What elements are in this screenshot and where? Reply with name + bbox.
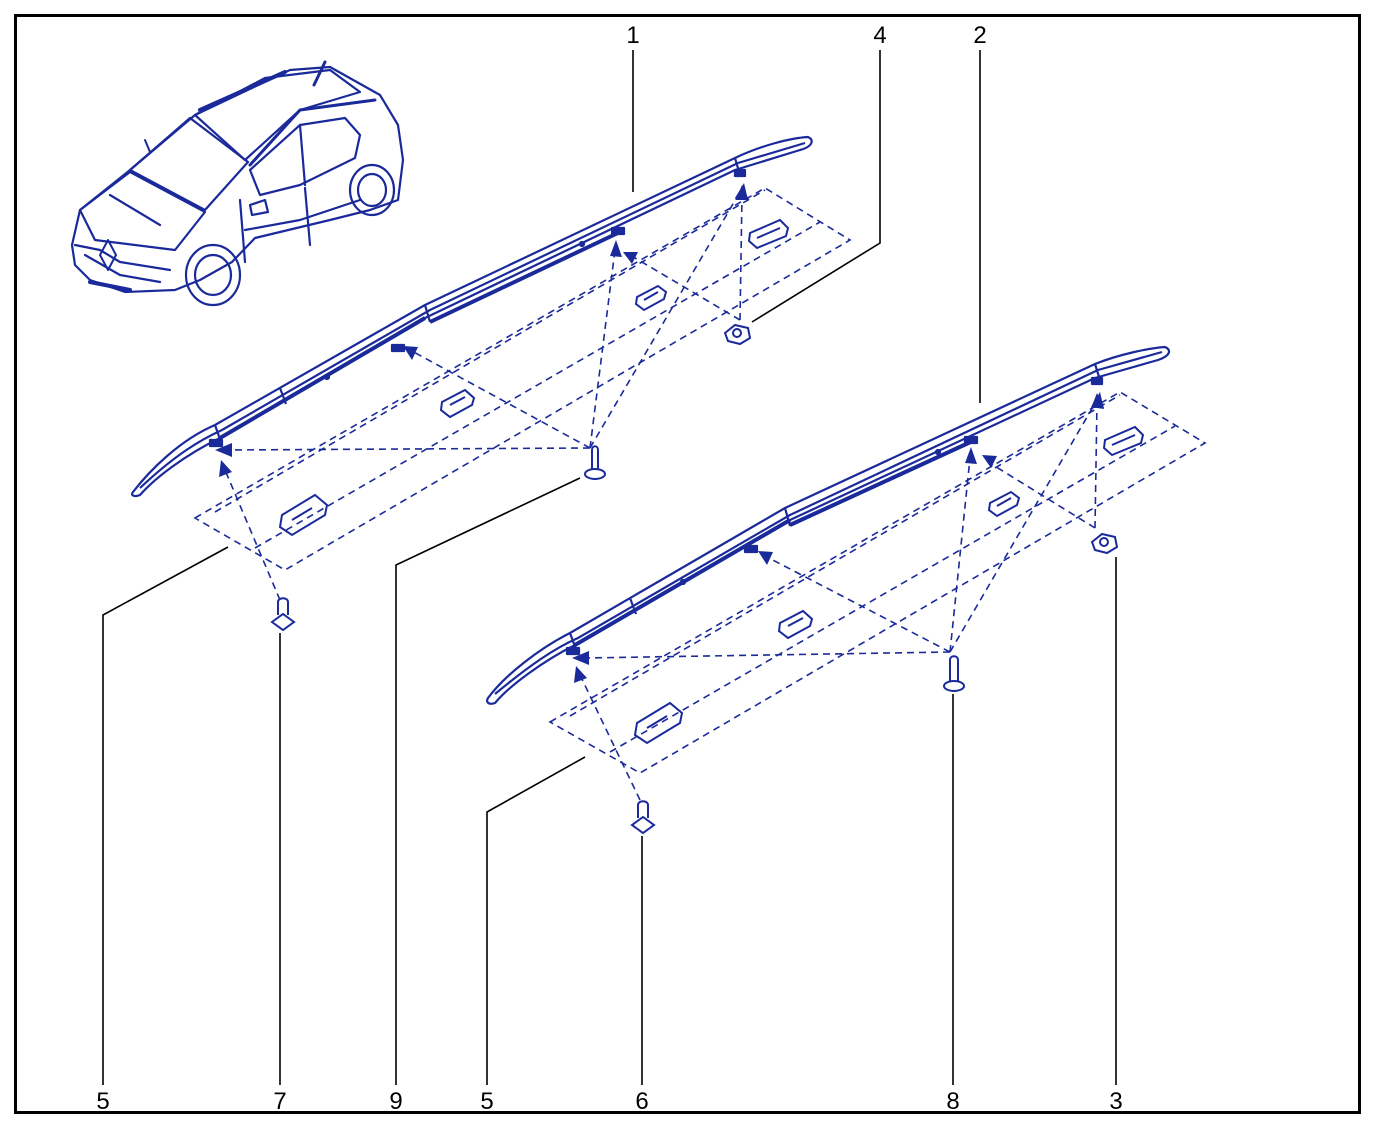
mounting-plane-left bbox=[193, 187, 852, 571]
mounting-plane-right bbox=[548, 391, 1207, 774]
callout-4: 4 bbox=[873, 22, 887, 49]
assembly-arrows-right bbox=[579, 399, 1098, 801]
callout-6: 6 bbox=[635, 1088, 649, 1115]
callout-3: 3 bbox=[1109, 1088, 1123, 1115]
diagram-frame bbox=[14, 14, 1361, 1114]
leader-9 bbox=[395, 477, 581, 1085]
clips-right bbox=[633, 425, 1145, 745]
callout-2: 2 bbox=[973, 22, 987, 49]
callout-8: 8 bbox=[946, 1088, 960, 1115]
leader-4 bbox=[751, 50, 881, 323]
fasteners-right bbox=[630, 532, 1119, 835]
clips-left bbox=[278, 218, 790, 537]
callout-1: 1 bbox=[626, 22, 640, 49]
leader-5b bbox=[486, 756, 586, 1085]
assembly-arrows-left bbox=[224, 191, 743, 601]
fasteners-left bbox=[270, 323, 752, 632]
callout-7: 7 bbox=[273, 1088, 287, 1115]
roof-rail-right bbox=[486, 345, 1171, 705]
leader-lines bbox=[102, 50, 1117, 1085]
callout-9: 9 bbox=[389, 1088, 403, 1115]
callout-5-right: 5 bbox=[480, 1088, 494, 1115]
leader-5a bbox=[102, 546, 229, 1085]
car-illustration bbox=[70, 60, 405, 307]
callout-5-left: 5 bbox=[96, 1088, 110, 1115]
roof-rail-left bbox=[131, 135, 813, 498]
arrow-heads-left bbox=[215, 183, 749, 477]
arrow-heads-right bbox=[572, 392, 1104, 683]
